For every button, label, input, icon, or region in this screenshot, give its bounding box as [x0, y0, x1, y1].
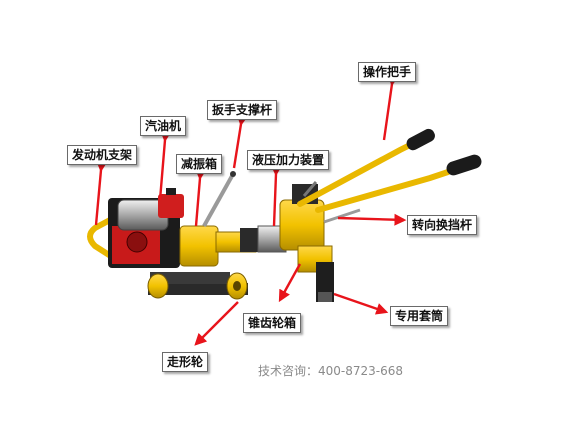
contact-text: 技术咨询：400-8723-668 [258, 364, 404, 378]
rail-wrench-machine [87, 128, 482, 302]
label-wrench-support: 扳手支撑杆 [207, 100, 278, 120]
wheel-hub [233, 281, 241, 291]
fuel-cap [166, 188, 176, 195]
engine-recoil [126, 231, 148, 253]
handle-grip-upper [406, 128, 435, 151]
arrow-wheel [194, 301, 239, 346]
socket-tip [318, 292, 332, 302]
arrow-hydraulic-device [270, 164, 283, 227]
arrow-handle [382, 73, 400, 141]
label-socket: 专用套筒 [390, 306, 449, 326]
wrench-support-rod [202, 175, 234, 227]
arrow-damper-box [194, 167, 207, 227]
spring-coupling [240, 228, 258, 252]
wrench-support-knob [230, 171, 236, 177]
label-engine-frame: 发动机支架 [67, 145, 138, 165]
reverse-lever-shape [323, 208, 361, 224]
handle-bar-lower [315, 169, 451, 213]
base-frame [148, 283, 248, 295]
arrow-gasoline-engine [158, 129, 172, 201]
arrow-socket [333, 292, 389, 315]
callout-arrows [94, 73, 407, 346]
base-plate [150, 272, 230, 284]
label-hydraulic-device: 液压加力装置 [247, 150, 330, 170]
hydraulic-lever [302, 181, 318, 197]
rear-wheel [147, 273, 169, 299]
label-bevel-gearbox: 锥齿轮箱 [243, 313, 302, 333]
arrow-engine-frame [94, 159, 108, 226]
arrow-bevel-gearbox [278, 263, 302, 303]
engine-frame-tube [87, 209, 128, 265]
label-damper-box: 减振箱 [176, 154, 223, 174]
label-handle: 操作把手 [358, 62, 417, 82]
fuel-tank [158, 194, 184, 218]
label-gasoline-engine: 汽油机 [140, 116, 187, 136]
label-reverse-lever: 转向换挡杆 [407, 215, 478, 235]
damper-box-shape [179, 225, 219, 267]
arrow-wrench-support [232, 113, 249, 169]
handle-grip-lower [446, 154, 482, 176]
arrow-reverse-lever [337, 213, 407, 226]
label-wheel: 走形轮 [162, 352, 209, 372]
